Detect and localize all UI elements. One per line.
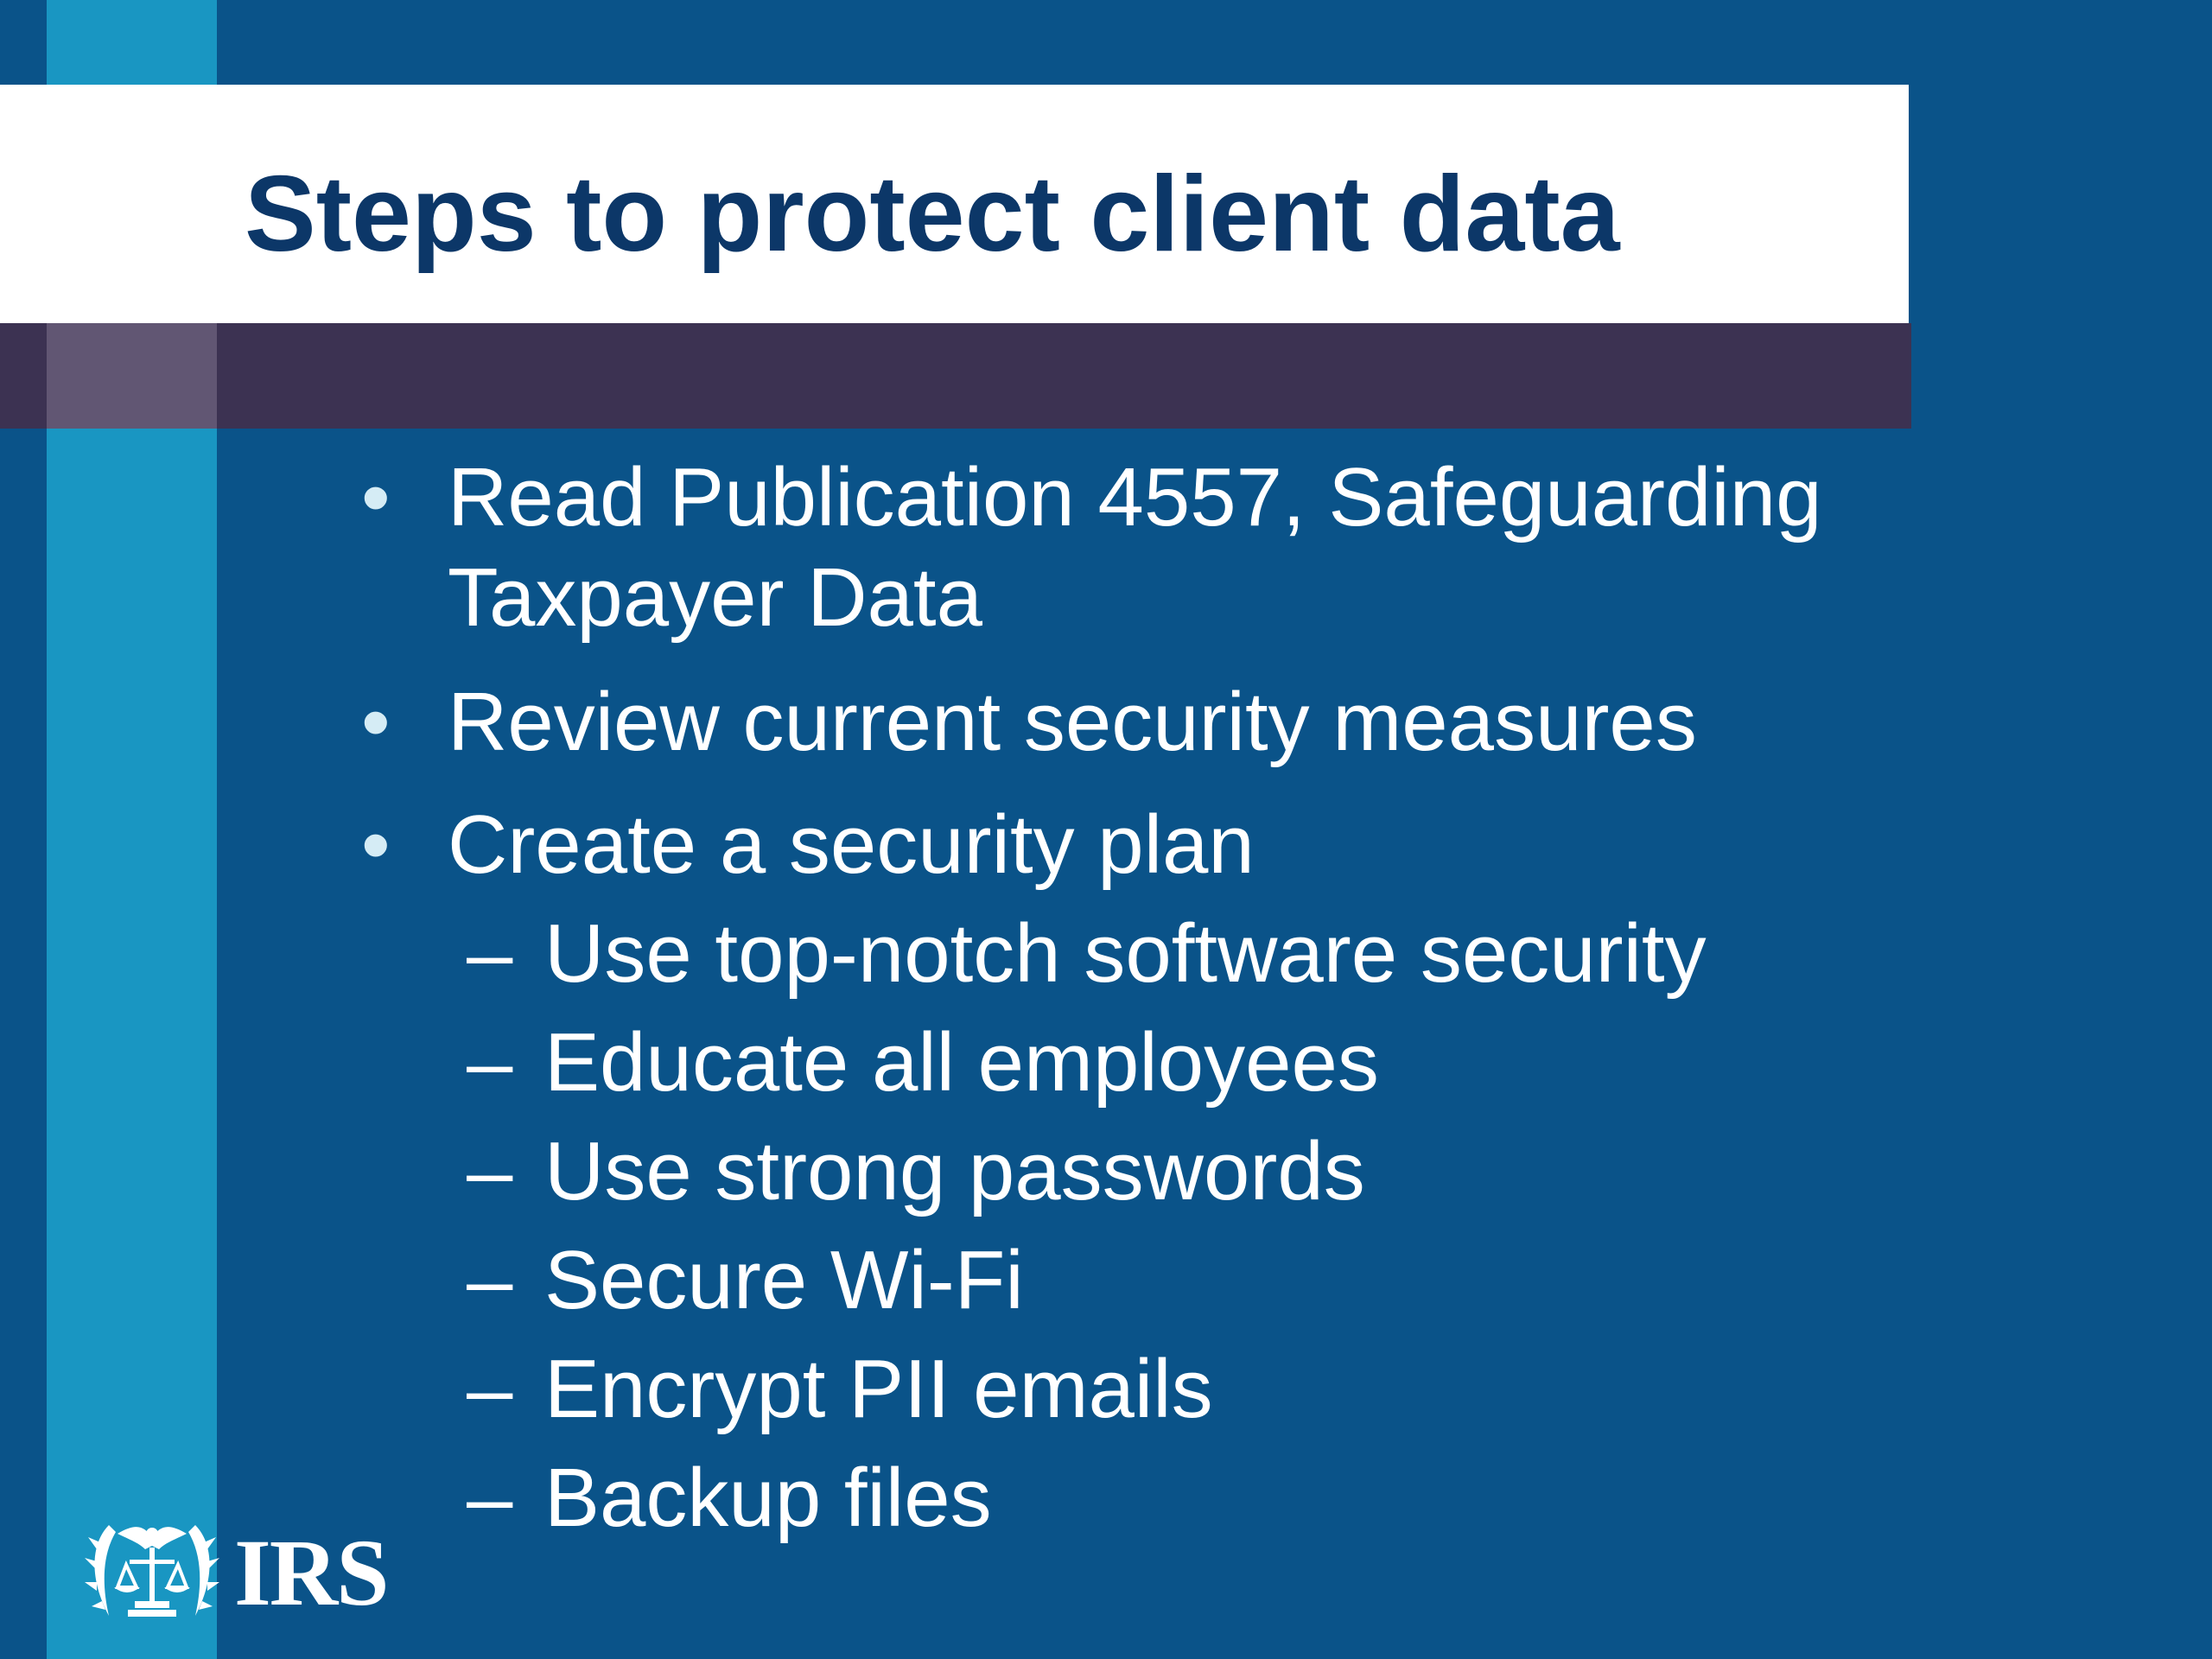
irs-eagle-seal-icon <box>85 1525 219 1617</box>
sub-bullet-item: – Use top-notch software security <box>467 904 1936 1004</box>
sub-bullet-text: Secure Wi-Fi <box>544 1234 1024 1326</box>
bullet-dot: • <box>361 451 391 543</box>
bullet-text: Create a security plan <box>448 795 2003 895</box>
sub-bullet-text: Use top-notch software security <box>544 907 1707 1000</box>
bullet-dot: • <box>361 676 391 768</box>
sub-bullet-item: – Encrypt PII emails <box>467 1339 1936 1440</box>
bullet-item: • Review current security measures <box>361 672 2003 772</box>
bullet-item: • Read Publication 4557, Safeguarding Ta… <box>361 448 2003 648</box>
sub-bullet-item: – Secure Wi-Fi <box>467 1230 1936 1331</box>
sub-bullet-dash: – <box>467 907 513 1000</box>
slide-title: Steps to protect client data <box>245 155 1620 274</box>
bullet-line: Review current security measures <box>448 676 1697 768</box>
bullet-line: Taxpayer Data <box>448 551 982 644</box>
bullet-item: • Create a security plan <box>361 795 2003 895</box>
sub-bullet-dash: – <box>467 1125 513 1217</box>
sub-bullet-dash: – <box>467 1234 513 1326</box>
sub-bullet-text: Encrypt PII emails <box>544 1343 1213 1435</box>
title-shadow-stripe-overlap <box>47 323 217 429</box>
irs-logo-text: IRS <box>234 1520 389 1625</box>
bullet-line: Create a security plan <box>448 798 1255 891</box>
sub-bullet-text: Educate all employees <box>544 1016 1379 1109</box>
sub-bullet-item: – Backup files <box>467 1448 1936 1548</box>
bullet-dot: • <box>361 798 391 891</box>
sub-bullet-text: Backup files <box>544 1452 992 1544</box>
sub-bullet-item: – Educate all employees <box>467 1013 1936 1113</box>
sub-bullet-item: – Use strong passwords <box>467 1122 1936 1222</box>
title-band <box>0 85 1909 323</box>
bullet-text: Review current security measures <box>448 672 2003 772</box>
bullet-text: Read Publication 4557, Safeguarding Taxp… <box>448 448 2003 648</box>
sub-bullet-text: Use strong passwords <box>544 1125 1365 1217</box>
title-shadow-band <box>0 323 1911 429</box>
sub-bullet-dash: – <box>467 1343 513 1435</box>
bullet-line: Read Publication 4557, Safeguarding <box>448 451 1822 543</box>
sub-bullet-dash: – <box>467 1452 513 1544</box>
irs-logo: IRS <box>83 1508 394 1629</box>
sub-bullet-dash: – <box>467 1016 513 1109</box>
